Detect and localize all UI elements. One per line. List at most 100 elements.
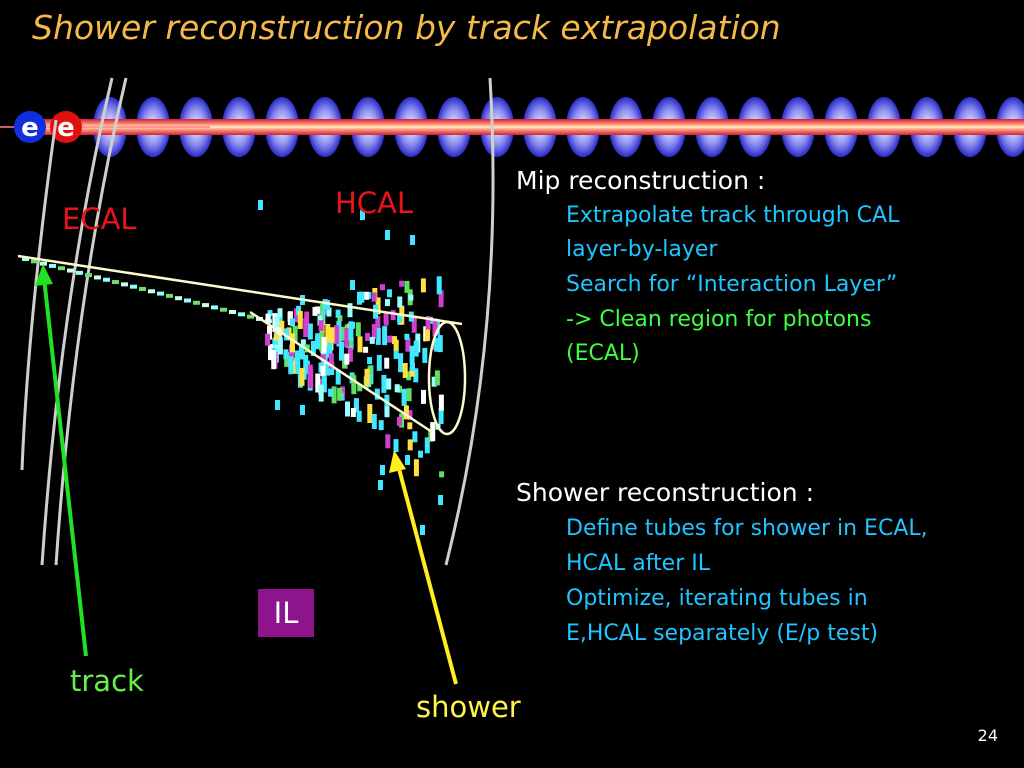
track-hit (148, 289, 155, 294)
shower-hit (292, 325, 298, 342)
shower-hit (337, 315, 343, 322)
shower-line: HCAL after IL (566, 551, 710, 576)
track-hit (22, 257, 29, 262)
shower-hit (351, 375, 357, 395)
mip-line: Search for “Interaction Layer” (566, 272, 898, 297)
shower-hit (321, 336, 327, 353)
shower-hit (380, 284, 385, 291)
shower-hit (434, 337, 440, 352)
track-hit (202, 303, 209, 308)
shower-hit (409, 366, 415, 377)
shower-label: shower (416, 690, 521, 724)
shower-hit (425, 327, 430, 341)
shower-hit (406, 371, 412, 381)
shower-hit (344, 327, 350, 347)
shower-hit (420, 278, 426, 293)
shower-hit (335, 309, 341, 318)
shower-hit (411, 316, 417, 333)
electron-icon (14, 111, 46, 143)
track-hit (220, 307, 227, 312)
shower-hit (420, 525, 425, 535)
electron-label: e (21, 113, 39, 143)
track-hit (166, 293, 173, 298)
shower-hit (376, 354, 382, 371)
shower-hit (357, 336, 363, 353)
shower-hit (300, 339, 306, 349)
shower-hit (390, 310, 396, 321)
shower-hit (387, 335, 393, 343)
shower-hit (325, 361, 330, 376)
shower-hit (382, 326, 388, 346)
shower-hit (425, 319, 431, 330)
beam-beads (93, 97, 1024, 157)
shower-hit (271, 350, 277, 370)
shower-hit (315, 335, 320, 349)
shower-hit (375, 315, 381, 335)
shower-hit (425, 316, 431, 325)
shower-hit (279, 320, 285, 334)
shower-hit (284, 353, 290, 367)
track-hit (184, 298, 191, 303)
shower-line: E,HCAL separately (E/p test) (566, 621, 879, 646)
shower-cone (17, 254, 467, 436)
shower-hit (410, 362, 415, 371)
shower-hit (298, 345, 304, 360)
hcal-label: HCAL (335, 186, 414, 220)
shower-hit (383, 312, 389, 326)
shower-hit (384, 406, 390, 418)
shower-hit (347, 303, 353, 318)
shower-hit (393, 339, 399, 351)
shower-hit (404, 280, 410, 293)
shower-hit (350, 280, 355, 290)
shower-hit (375, 297, 381, 315)
shower-hit (413, 459, 419, 477)
shower-hit (432, 318, 438, 337)
shower-hit (318, 384, 324, 402)
shower-line: Define tubes for shower in ECAL, (566, 516, 928, 541)
shower-hit (328, 353, 334, 369)
shower-hit (275, 400, 280, 410)
shower-hit (385, 299, 390, 307)
positron-label: e (57, 113, 75, 143)
shower-hit (385, 434, 391, 449)
shower-hit (438, 394, 444, 411)
mip-line: (ECAL) (566, 341, 640, 366)
shower-hit (403, 405, 409, 420)
shower-hit (430, 422, 436, 442)
shower-hit (386, 378, 392, 390)
shower-hit (273, 333, 279, 341)
shower-hit (434, 370, 440, 386)
shower-hit (371, 292, 377, 302)
shower-hit (396, 416, 402, 426)
shower-hit (412, 431, 418, 443)
shower-hit (335, 369, 341, 385)
track-hit (58, 266, 65, 271)
shower-hit (371, 414, 377, 429)
shower-hit (296, 305, 302, 315)
track-hit (157, 291, 164, 296)
shower-hit (363, 291, 369, 300)
shower-hit (424, 437, 430, 454)
shower-hit (393, 439, 399, 453)
shower-hit (367, 404, 373, 423)
shower-hit (297, 311, 303, 329)
shower-hit (307, 323, 313, 340)
track-hit (103, 277, 110, 282)
beam-pipe: e e (0, 97, 1024, 157)
shower-hit (385, 230, 390, 240)
mip-line: Extrapolate track through CAL (566, 203, 900, 228)
track-hit (67, 268, 74, 273)
shower-hit (394, 384, 400, 393)
shower-hit (331, 386, 337, 404)
shower-hit (319, 322, 325, 342)
shower-hit (289, 344, 294, 361)
shower-hit (374, 388, 380, 400)
track-hit (49, 263, 56, 268)
shower-hit (407, 439, 413, 451)
shower-hit (290, 318, 295, 327)
shower-hit (378, 480, 383, 490)
track-hit (238, 312, 245, 317)
shower-hit (355, 322, 361, 337)
shower-hit (320, 354, 326, 363)
